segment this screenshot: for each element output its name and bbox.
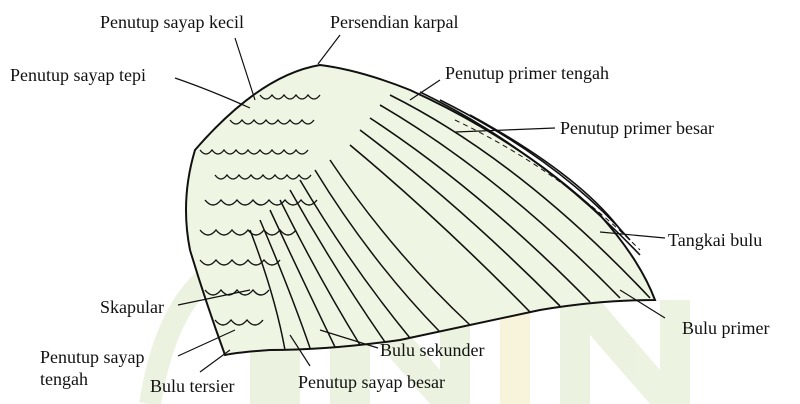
label-penutup-sayap-tengah-line1: Penutup sayap xyxy=(40,346,144,368)
label-bulu-tersier: Bulu tersier xyxy=(150,376,234,396)
label-skapular: Skapular xyxy=(100,297,164,317)
label-penutup-primer-tengah: Penutup primer tengah xyxy=(445,63,609,83)
label-bulu-primer: Bulu primer xyxy=(682,318,770,338)
label-penutup-sayap-tengah: Penutup sayap tengah xyxy=(40,346,144,390)
label-penutup-primer-besar: Penutup primer besar xyxy=(560,118,714,138)
label-penutup-sayap-tengah-line2: tengah xyxy=(40,368,144,390)
label-tangkai-bulu: Tangkai bulu xyxy=(668,230,762,250)
label-penutup-sayap-tepi: Penutup sayap tepi xyxy=(10,65,146,85)
label-persendian-karpal: Persendian karpal xyxy=(330,12,458,32)
label-bulu-sekunder: Bulu sekunder xyxy=(380,340,484,360)
label-penutup-sayap-besar: Penutup sayap besar xyxy=(298,372,445,392)
label-penutup-sayap-kecil: Penutup sayap kecil xyxy=(100,12,244,32)
